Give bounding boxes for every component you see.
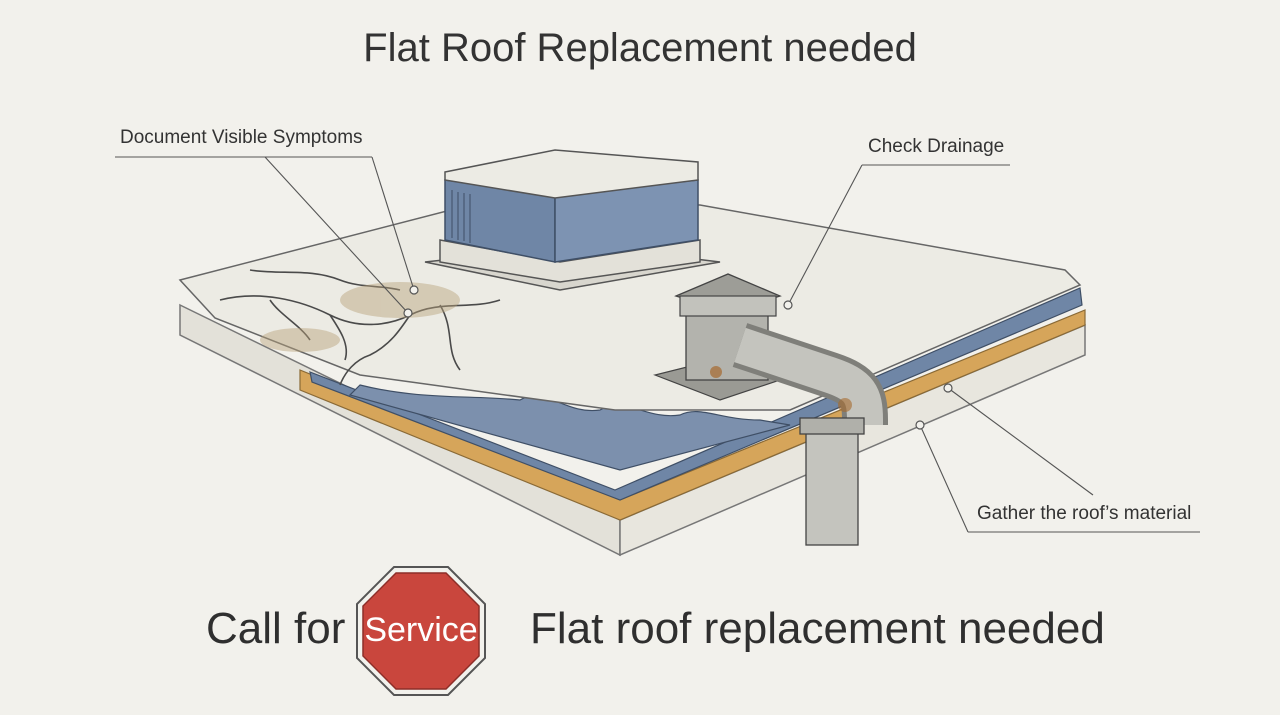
stop-sign-label: Service [364,611,478,649]
stop-sign-icon [356,566,486,696]
stain-marks [260,282,460,352]
stop-sign: Service [355,565,487,697]
membrane-layer [309,287,1083,501]
footer-prefix: Call for [206,604,346,653]
callout-symptoms: Document Visible Symptoms [120,127,363,148]
callout-markers [403,285,953,430]
drain-pipe [732,323,888,546]
hvac-unit [424,149,721,291]
callout-material: Gather the roof’s material [977,503,1192,524]
footer-message: Flat roof replacement needed [530,604,1105,653]
page-title: Flat Roof Replacement needed [363,26,917,70]
callout-leaders [115,156,1200,533]
peeled-membrane [348,384,791,471]
callout-drainage: Check Drainage [868,136,1005,157]
roof-cracks [219,269,501,386]
